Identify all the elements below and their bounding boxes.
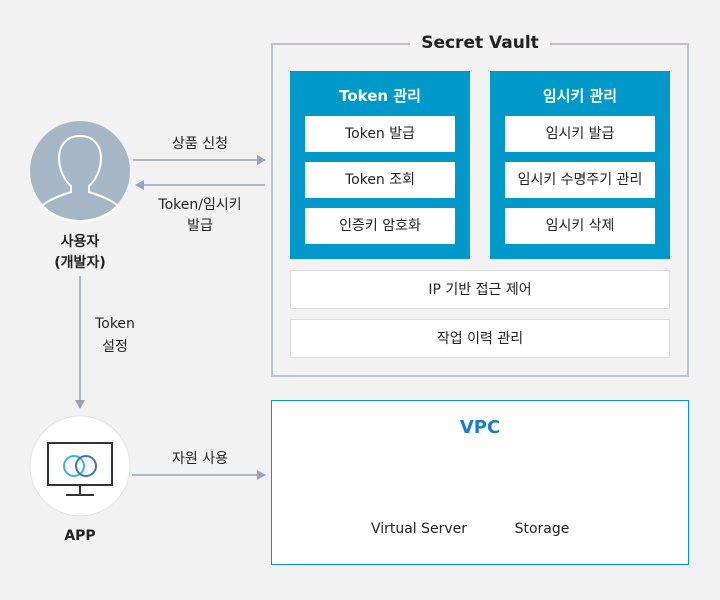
user-label-line1: 사용자 bbox=[60, 234, 100, 250]
user-label-line2: (개발자) bbox=[54, 255, 106, 271]
temp-key-issue-item: 임시키 발급 bbox=[505, 116, 655, 152]
vpc-title: VPC bbox=[459, 417, 501, 438]
audit-log-box: 작업 이력 관리 bbox=[290, 319, 670, 358]
secret-vault-title: Secret Vault bbox=[410, 30, 550, 56]
app-monitor-icon bbox=[29, 415, 131, 517]
token-lookup-item: Token 조회 bbox=[305, 162, 455, 198]
temp-key-delete-item: 임시키 삭제 bbox=[505, 208, 655, 244]
vpc-frame bbox=[271, 400, 689, 565]
temp-key-management-panel: 임시키 관리 임시키 발급 임시키 수명주기 관리 임시키 삭제 bbox=[490, 71, 670, 259]
config-label-line1: Token bbox=[95, 316, 135, 332]
ip-access-control-box: IP 기반 접근 제어 bbox=[290, 270, 670, 309]
virtual-server-label: Virtual Server bbox=[370, 521, 468, 537]
issue-label-line2: 발급 bbox=[187, 218, 213, 234]
issue-label-line1: Token/임시키 bbox=[158, 197, 242, 213]
temp-key-panel-title: 임시키 관리 bbox=[542, 87, 618, 105]
auth-key-encrypt-item: 인증키 암호화 bbox=[305, 208, 455, 244]
token-panel-title: Token 관리 bbox=[339, 87, 421, 105]
token-issue-item: Token 발급 bbox=[305, 116, 455, 152]
temp-key-lifecycle-item: 임시키 수명주기 관리 bbox=[505, 162, 655, 198]
config-label-line2: 설정 bbox=[102, 339, 128, 355]
use-label: 자원 사용 bbox=[172, 451, 228, 467]
request-label: 상품 신청 bbox=[172, 136, 228, 152]
user-avatar-icon bbox=[30, 121, 130, 223]
token-management-panel: Token 관리 Token 발급 Token 조회 인증키 암호화 bbox=[290, 71, 470, 259]
app-label: APP bbox=[64, 528, 96, 544]
storage-label: Storage bbox=[514, 521, 570, 537]
